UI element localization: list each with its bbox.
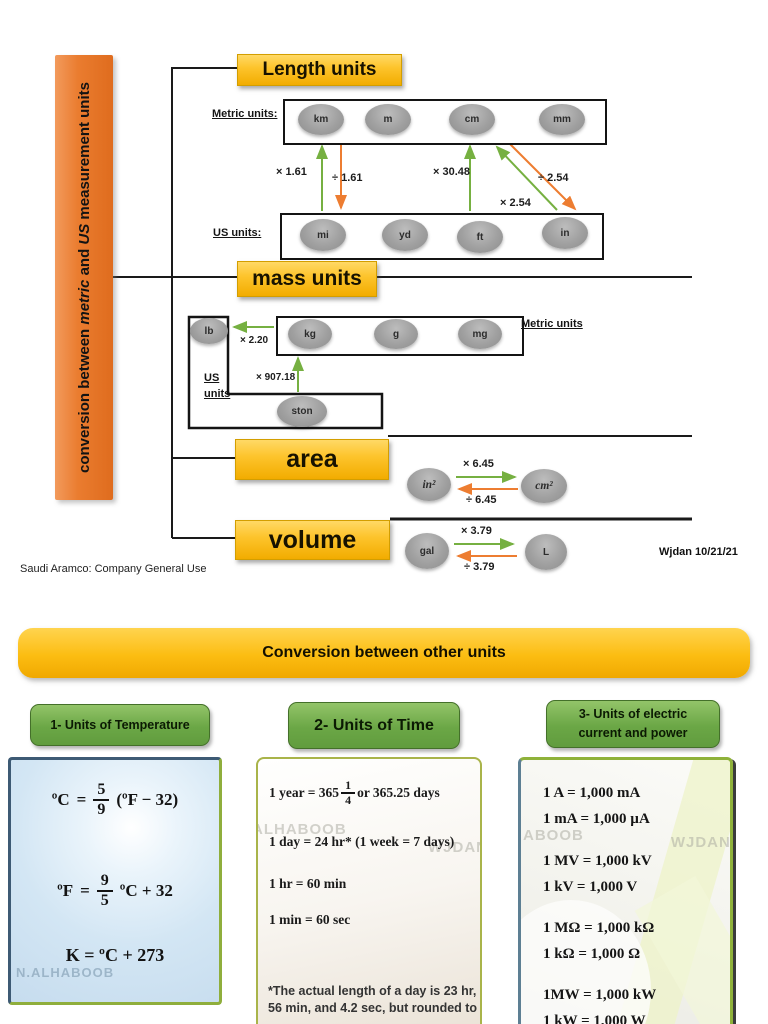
unit-oval-gal: gal (405, 533, 449, 569)
length-us-units-label: US units: (213, 227, 262, 239)
watermark-alhaboob: N.ALHABOOB (16, 965, 115, 980)
unit-oval-kg: kg (288, 319, 332, 349)
connector-lines-and-arrows (105, 67, 692, 562)
conversion-label-l-to-gal: ÷ 3.79 (464, 561, 495, 573)
f2-lhs: ºF (57, 880, 74, 900)
header-units-of-electric: 3- Units of electric current and power (546, 700, 720, 748)
watermark-wjdan: WJDAN (428, 839, 482, 856)
formula-celsius: ºC = 5 9 (ºF − 32) (11, 781, 219, 818)
year-pre: 1 year = 365 (269, 785, 340, 801)
conversion-label-in2-to-cm2: × 6.45 (463, 458, 494, 470)
formula-fahrenheit: ºF = 9 5 ºC + 32 (11, 872, 219, 909)
unit-oval-lb: lb (190, 318, 228, 344)
watermark-aboob: ABOOB (523, 827, 584, 844)
mass-us-units-label: US units (204, 370, 230, 402)
slide2-title-banner: Conversion between other units (18, 628, 750, 678)
formula-kelvin: K = ºC + 273 (65, 945, 165, 965)
watermark-wjdan-2: WJDAN. (670, 834, 733, 851)
electric-row: 1 kΩ = 1,000 Ω (543, 946, 641, 962)
conversion-label-mi-to-km: × 1.61 (276, 166, 307, 178)
section-header-area: area (235, 439, 389, 480)
mass-metric-units-label: Metric units (521, 318, 583, 330)
hierarchy-tree-lines (105, 67, 692, 539)
unit-oval-mi: mi (300, 219, 346, 251)
conversion-label-km-to-mi: ÷ 1.61 (332, 172, 363, 184)
section-header-length-units: Length units (237, 54, 402, 86)
electric-resistance-group: 1 MΩ = 1,000 kΩ 1 kΩ = 1,000 Ω (543, 915, 654, 967)
section-header-mass-units: mass units (237, 261, 377, 297)
unit-oval-km: km (298, 104, 344, 135)
electric-row: 1MW = 1,000 kW (543, 987, 657, 1003)
f2-tail: ºC + 32 (119, 880, 173, 900)
mass-us-units-label-line1: US (204, 372, 220, 384)
mass-us-units-label-line2: units (204, 388, 231, 400)
length-metric-units-label: Metric units: (212, 108, 278, 120)
electric-row: 1 mA = 1,000 µA (543, 811, 650, 827)
time-year-line: 1 year = 365 1 4 or 365.25 days (269, 778, 440, 807)
year-fraction: 1 4 (341, 778, 356, 807)
conversion-label-gal-to-l: × 3.79 (461, 525, 492, 537)
conversion-label-kg-to-lb: × 2.20 (240, 335, 269, 346)
electric-current-group: 1 A = 1,000 mA 1 mA = 1,000 µA (543, 780, 650, 832)
f1-eq: = (76, 789, 87, 809)
year-post: or 365.25 days (357, 785, 440, 801)
conversion-label-ft-to-cm: × 30.48 (433, 166, 471, 178)
electric-row: 1 kV = 1,000 V (543, 879, 638, 895)
f1-fraction: 5 9 (93, 781, 110, 819)
watermark-alhaboob-2: ALHABOOB (256, 821, 347, 838)
unit-oval-in: in (542, 217, 588, 249)
unit-oval-in2: in² (407, 468, 451, 501)
slide-title-text: conversion between metric and US measure… (75, 82, 93, 473)
time-footnote-line1: *The actual length of a day is 23 hr, (268, 984, 477, 998)
conversion-label-in-to-cm: × 2.54 (500, 197, 531, 209)
time-conversions-box: ALHABOOB WJDAN 1 year = 365 1 4 or 365.2… (256, 757, 482, 1024)
unit-oval-mm: mm (539, 104, 585, 135)
conversion-label-cm2-to-in2: ÷ 6.45 (466, 494, 497, 506)
year-num: 1 (345, 778, 352, 792)
time-minute-line: 1 min = 60 sec (269, 912, 351, 927)
f2-eq: = (80, 880, 90, 900)
f1-num: 5 (97, 781, 106, 798)
unit-oval-g: g (374, 319, 418, 349)
f1-lhs: ºC (51, 789, 70, 809)
us-mass-units-box (187, 315, 384, 430)
f2-den: 5 (96, 889, 113, 910)
electric-conversions-box: ABOOB WJDAN. 1 A = 1,000 mA 1 mA = 1,000… (518, 757, 733, 1024)
unit-oval-cm: cm (449, 104, 495, 135)
electric-voltage-group: 1 MV = 1,000 kV 1 kV = 1,000 V (543, 848, 652, 900)
unit-oval-l: L (525, 534, 567, 570)
header-units-of-time: 2- Units of Time (288, 702, 460, 749)
conversion-label-cm-to-in: ÷ 2.54 (538, 172, 569, 184)
section-header-volume: volume (235, 520, 390, 560)
unit-oval-ft: ft (457, 221, 503, 253)
header-units-of-temperature: 1- Units of Temperature (30, 704, 210, 746)
electric-row: 1 MΩ = 1,000 kΩ (543, 920, 655, 936)
unit-oval-yd: yd (382, 219, 428, 251)
unit-oval-m: m (365, 104, 411, 135)
electric-row: 1 kW = 1,000 W (543, 1013, 646, 1024)
electric-row: 1 MV = 1,000 kV (543, 853, 652, 869)
time-footnote: *The actual length of a day is 23 hr, 56… (268, 983, 477, 1017)
company-footer-text: Saudi Aramco: Company General Use (20, 563, 207, 575)
f2-fraction: 9 5 (96, 872, 113, 910)
electric-power-group: 1MW = 1,000 kW 1 kW = 1,000 W (543, 982, 656, 1024)
header-units-of-electric-line1: 3- Units of electric (578, 706, 688, 721)
author-date-text: Wjdan 10/21/21 (659, 546, 738, 558)
time-hour-line: 1 hr = 60 min (269, 876, 347, 891)
temperature-formulas-box: ºC = 5 9 (ºF − 32) ºF = 9 5 ºC + 32 K = … (8, 757, 222, 1005)
time-footnote-line2: 56 min, and 4.2 sec, but rounded to (268, 1001, 478, 1015)
conversion-label-ston-to-kg: × 907.18 (256, 372, 296, 383)
slide-title-bar: conversion between metric and US measure… (55, 55, 113, 500)
conversion-arrows (232, 143, 577, 562)
unit-oval-mg: mg (458, 319, 502, 349)
unit-oval-cm2: cm² (521, 469, 567, 503)
year-den: 4 (341, 792, 356, 807)
f1-tail: (ºF − 32) (116, 789, 179, 809)
header-units-of-electric-line2: current and power (578, 726, 688, 740)
unit-oval-ston: ston (277, 396, 327, 427)
time-day-line: 1 day = 24 hr* (1 week = 7 days) (269, 834, 455, 849)
f2-num: 9 (100, 872, 109, 889)
electric-row: 1 A = 1,000 mA (543, 785, 641, 801)
f1-den: 9 (93, 798, 110, 819)
